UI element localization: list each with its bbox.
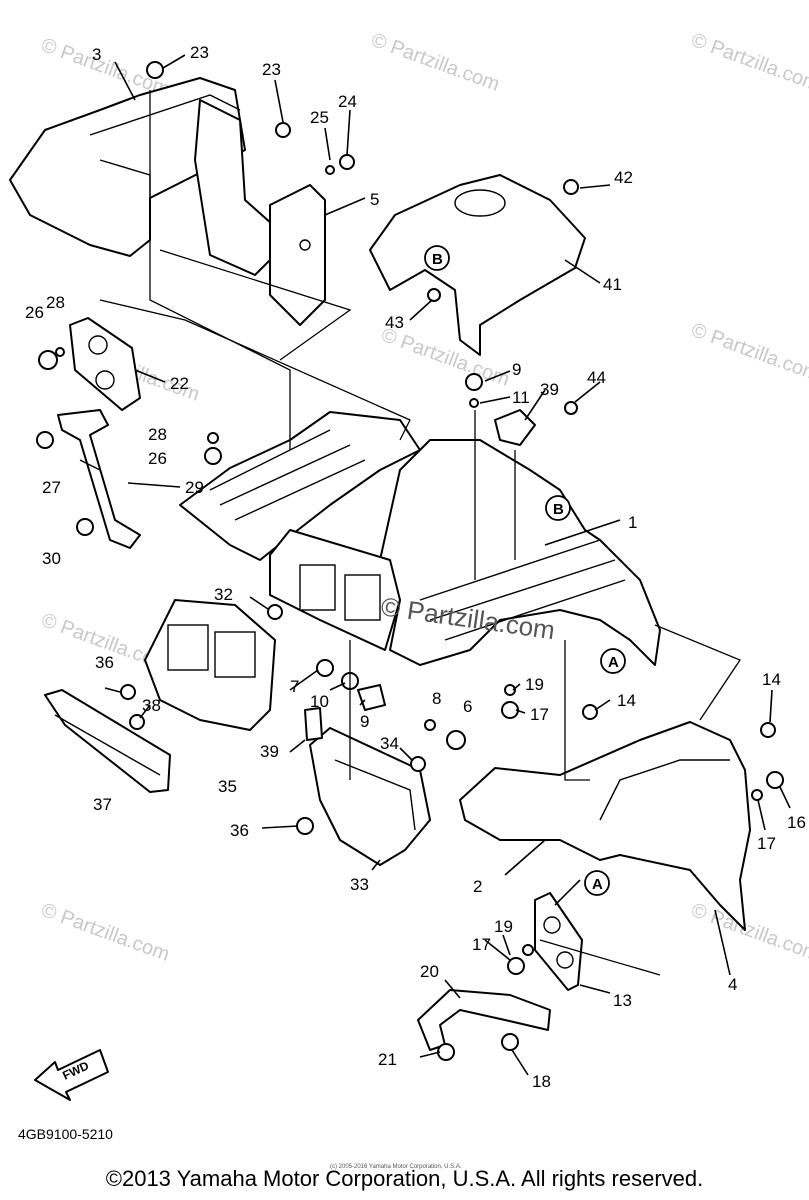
- drawing-code: 4GB9100-5210: [18, 1126, 113, 1142]
- ref-mark-B: B: [553, 501, 564, 518]
- callout: 8: [432, 689, 441, 708]
- assembly-lines: [79, 90, 741, 976]
- part-5-bracket: [269, 184, 326, 326]
- callout: 14: [617, 691, 636, 710]
- ref-mark-A: A: [592, 876, 603, 893]
- tiny-credit: (c) 2005-2016 Yamaha Motor Corporation, …: [330, 1164, 462, 1170]
- callout: 6: [463, 697, 472, 716]
- callout: 2: [473, 877, 482, 896]
- callout: 17: [472, 935, 491, 954]
- callout: 17: [530, 705, 549, 724]
- callout: 16: [787, 813, 806, 832]
- callout: 14: [762, 670, 781, 689]
- callout-numbers: 3 23 23 25 24 5 42 41 43 26 28 22 28 26 …: [25, 43, 806, 1091]
- callout: 9: [360, 712, 369, 731]
- watermark: © Partzilla.com: [368, 29, 502, 96]
- callout: 26: [148, 449, 167, 468]
- fwd-arrow: FWD: [34, 1049, 109, 1101]
- callout: 42: [614, 168, 633, 187]
- part-29-stay: [57, 409, 141, 549]
- callout: 18: [532, 1072, 551, 1091]
- part-22-plate: [69, 317, 141, 411]
- part-36-bumper: [44, 689, 171, 793]
- callout: 19: [494, 917, 513, 936]
- callout: 5: [370, 190, 379, 209]
- callout: 38: [142, 696, 161, 715]
- callout: 35: [218, 777, 237, 796]
- callout: 21: [378, 1050, 397, 1069]
- callout: 44: [587, 368, 606, 387]
- callout: 11: [512, 388, 530, 407]
- callout: 37: [93, 795, 112, 814]
- callout: 39: [260, 742, 279, 761]
- part-31-lower-panel: [309, 727, 431, 866]
- callout: 36: [230, 821, 249, 840]
- reference-marks: B B A A: [424, 245, 626, 896]
- callout: 41: [603, 275, 622, 294]
- callout: 22: [170, 374, 189, 393]
- watermark: © Partzilla.com: [688, 29, 809, 96]
- watermark: © Partzilla.com: [38, 899, 172, 966]
- part-20-stay: [417, 989, 551, 1051]
- callout: 25: [310, 108, 329, 127]
- watermark: © Partzilla.com: [688, 319, 809, 386]
- callout: 27: [42, 478, 61, 497]
- callout: 1: [628, 513, 637, 532]
- callout: 20: [420, 962, 439, 981]
- callout: 26: [25, 303, 44, 322]
- part-41-inner-cover: [369, 174, 586, 356]
- part-3-cover: [9, 77, 291, 276]
- part-34-headlight-housing: [144, 599, 276, 731]
- callout: 29: [185, 478, 204, 497]
- copyright-text: ©2013 Yamaha Motor Corporation, U.S.A. A…: [105, 1166, 704, 1191]
- watermark: © Partzilla.com: [688, 899, 809, 966]
- callout: 28: [148, 425, 167, 444]
- leader-lines: [104, 54, 791, 1076]
- callout: 28: [46, 293, 65, 312]
- callout: 39: [540, 380, 559, 399]
- ref-mark-B: B: [432, 251, 443, 268]
- callout: 36: [95, 653, 114, 672]
- part-2-4-side-fender: [459, 721, 751, 931]
- callout: 23: [190, 43, 209, 62]
- ref-mark-A: A: [608, 654, 619, 671]
- callout: 17: [757, 834, 776, 853]
- callout: 43: [385, 313, 404, 332]
- callout: 33: [350, 875, 369, 894]
- callout: 7: [290, 677, 299, 696]
- callout: 34: [380, 734, 399, 753]
- callout: 32: [214, 585, 233, 604]
- callout: 10: [310, 692, 329, 711]
- callout: 13: [613, 991, 632, 1010]
- callout: 19: [525, 675, 544, 694]
- callout: 9: [512, 360, 521, 379]
- part-13-plate: [534, 892, 583, 991]
- callout: 30: [42, 549, 61, 568]
- part-1-front-fender: [179, 411, 661, 666]
- callout: 24: [338, 92, 357, 111]
- callout: 4: [728, 975, 737, 994]
- callout: 23: [262, 60, 281, 79]
- callout: 3: [92, 45, 101, 64]
- watermark: © Partzilla.com: [378, 324, 512, 391]
